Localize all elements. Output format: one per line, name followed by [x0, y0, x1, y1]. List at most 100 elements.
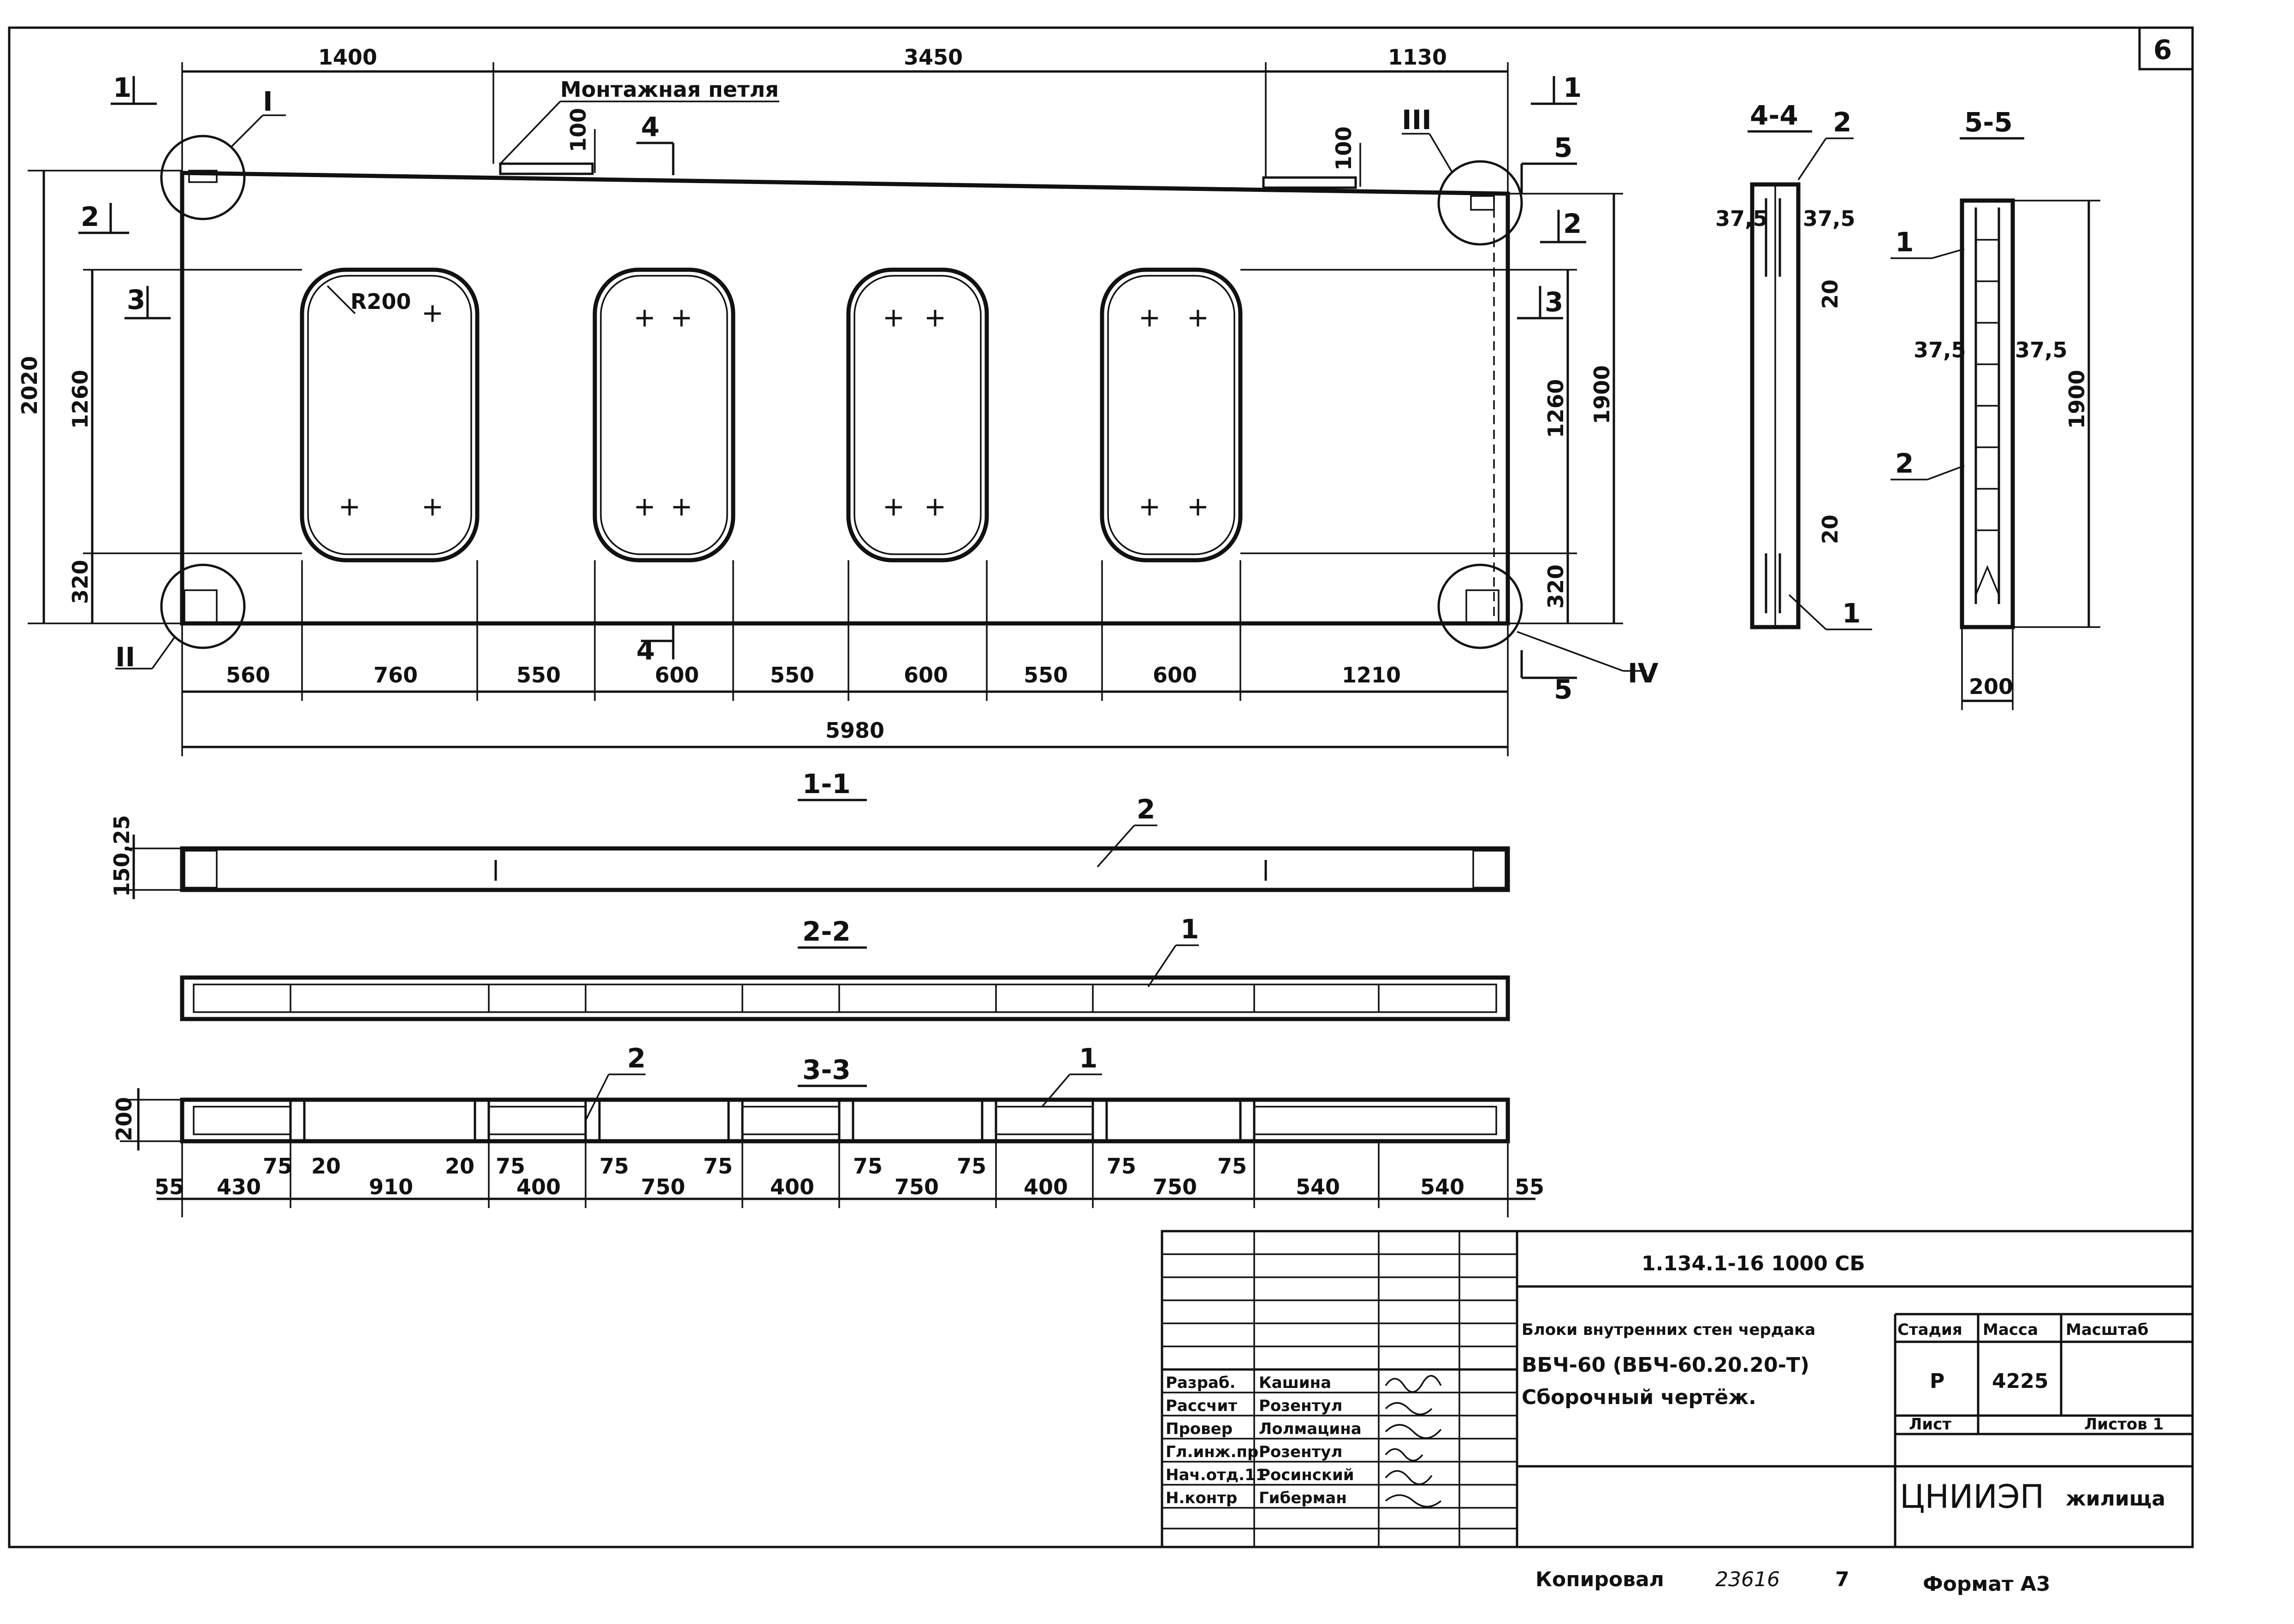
node-label-1: I: [263, 86, 273, 117]
s33-dim-3: 910: [369, 1174, 413, 1199]
node-circle-3: [1437, 160, 1523, 246]
bottom-dim-2: 760: [373, 663, 418, 688]
tb-stage: Р: [1930, 1369, 1944, 1393]
node-label-4: IV: [1628, 658, 1659, 689]
section-mark-1-left: 1: [113, 72, 131, 103]
s33-small-2: 20: [311, 1154, 341, 1179]
loop-height-right: 100: [1331, 126, 1356, 171]
tb-role-6: Н.контр: [1166, 1489, 1237, 1507]
right-dim-opening: 1260: [1543, 379, 1568, 438]
sheet-frame: [8, 26, 2194, 1548]
tb-col-stage: Стадия: [1897, 1321, 1962, 1339]
opening-3-inner: [854, 275, 982, 555]
opening-4: [1100, 267, 1243, 563]
section-mark-5-top: 5: [1554, 132, 1572, 163]
tb-org-sub: жилища: [2066, 1487, 2165, 1511]
tb-sheet: Лист: [1909, 1415, 1951, 1434]
s33-small-1: 75: [263, 1154, 292, 1179]
footer-copied: Копировал: [1535, 1568, 1664, 1591]
s33-dim-8: 400: [1024, 1174, 1068, 1199]
left-dim-bottom: 320: [68, 560, 93, 604]
bottom-dim-1: 560: [226, 663, 270, 688]
footer-format: Формат А3: [1923, 1572, 2051, 1596]
tb-col-mass: Масса: [1983, 1321, 2038, 1339]
node-label-3: III: [1402, 104, 1432, 136]
right-dim-total: 1900: [1589, 365, 1614, 424]
section-mark-5-bottom: 5: [1554, 674, 1572, 705]
section-4-4: 4-4 37,5 37,5 20 20 2 1: [1715, 100, 1872, 630]
callout-33-2: 2: [627, 1043, 646, 1074]
section-5-5: 5-5 1900 37,5 37,5 200 1 2: [1891, 107, 2100, 710]
section-3-3: 3-3 2 1 200: [112, 1043, 1544, 1217]
callout-44-2: 2: [1833, 107, 1851, 138]
tb-name-6: Гиберман: [1259, 1489, 1347, 1507]
s44-dim-2: 37,5: [1803, 206, 1855, 231]
section-title-4-4: 4-4: [1750, 100, 1798, 131]
tb-col-scale: Масштаб: [2066, 1321, 2148, 1339]
opening-2: [593, 267, 735, 563]
section-33-height: 200: [112, 1097, 136, 1141]
s44-dim-4: 20: [1818, 515, 1843, 544]
node-circle-2: [160, 563, 246, 649]
opening-1-inner: [307, 275, 472, 555]
section-title-5-5: 5-5: [1964, 107, 2013, 138]
s33-dim-9: 750: [1153, 1174, 1197, 1199]
callout-44-1: 1: [1842, 598, 1861, 629]
lifting-loop-label: Монтажная петля: [560, 77, 779, 102]
s55-height: 1900: [2064, 370, 2089, 429]
opening-3: [846, 267, 989, 563]
s33-small-10: 75: [1217, 1154, 1247, 1179]
s33-dim-5: 750: [641, 1174, 685, 1199]
tb-name-3: Лолмацина: [1259, 1420, 1362, 1438]
s33-dim-1: 55: [154, 1174, 184, 1199]
signatures: [1385, 1375, 1442, 1508]
section-mark-3-left: 3: [127, 284, 145, 315]
section-2-2: 2-2 1: [180, 913, 1510, 1021]
s33-dim-6: 400: [770, 1174, 814, 1199]
s33-small-9: 75: [1107, 1154, 1136, 1179]
node-circle-1: [160, 135, 246, 220]
s33-dim-10: 540: [1296, 1174, 1340, 1199]
callout-33-1: 1: [1079, 1043, 1097, 1074]
tb-role-1: Разраб.: [1166, 1374, 1236, 1392]
radius-label: R200: [350, 289, 411, 314]
section-title-2-2: 2-2: [802, 916, 851, 947]
bottom-dim-5: 550: [770, 663, 814, 688]
left-dim-opening: 1260: [68, 370, 93, 429]
bottom-dim-6: 600: [904, 663, 948, 688]
cross-marks: [341, 305, 1206, 516]
tb-mass: 4225: [1992, 1369, 2048, 1393]
opening-1: [300, 267, 480, 563]
footer-copy-no: 23616: [1715, 1568, 1780, 1591]
tb-title-2: ВБЧ-60 (ВБЧ-60.20.20-Т): [1522, 1353, 1809, 1377]
title-block: Разраб. Рассчит Провер Гл.инж.пр Нач.отд…: [1161, 1230, 2194, 1548]
s33-small-8: 75: [957, 1154, 986, 1179]
s33-small-7: 75: [853, 1154, 883, 1179]
node-label-2: II: [115, 641, 135, 673]
callout-11-2: 2: [1137, 794, 1155, 825]
total-length: 5980: [825, 718, 884, 743]
bottom-dim-3: 550: [516, 663, 561, 688]
section-mark-1-right: 1: [1563, 72, 1582, 103]
tb-role-5: Нач.отд.11: [1166, 1466, 1266, 1484]
s33-dim-7: 750: [895, 1174, 939, 1199]
s55-dim-2: 37,5: [2015, 338, 2068, 362]
right-dim-bottom: 320: [1543, 564, 1568, 609]
footer-copy-seven: 7: [1835, 1568, 1849, 1591]
s44-dim-3: 20: [1818, 279, 1843, 309]
section-mark-2-right: 2: [1563, 208, 1582, 239]
section-mark-4-bottom: 4: [636, 634, 655, 666]
node-circle-4: [1437, 563, 1523, 649]
tb-title-1: Блоки внутренних стен чердака: [1522, 1321, 1815, 1339]
tb-name-4: Розентул: [1259, 1443, 1342, 1461]
tb-role-3: Провер: [1166, 1420, 1233, 1438]
top-dim-3: 1130: [1388, 45, 1447, 70]
section-title-3-3: 3-3: [802, 1054, 851, 1085]
s33-small-3: 20: [445, 1154, 474, 1179]
s33-small-6: 75: [703, 1154, 733, 1179]
bottom-dim-8: 600: [1153, 663, 1197, 688]
s33-dim-12: 55: [1515, 1174, 1544, 1199]
s33-small-5: 75: [599, 1154, 629, 1179]
tb-title-3: Сборочный чертёж.: [1522, 1386, 1756, 1409]
